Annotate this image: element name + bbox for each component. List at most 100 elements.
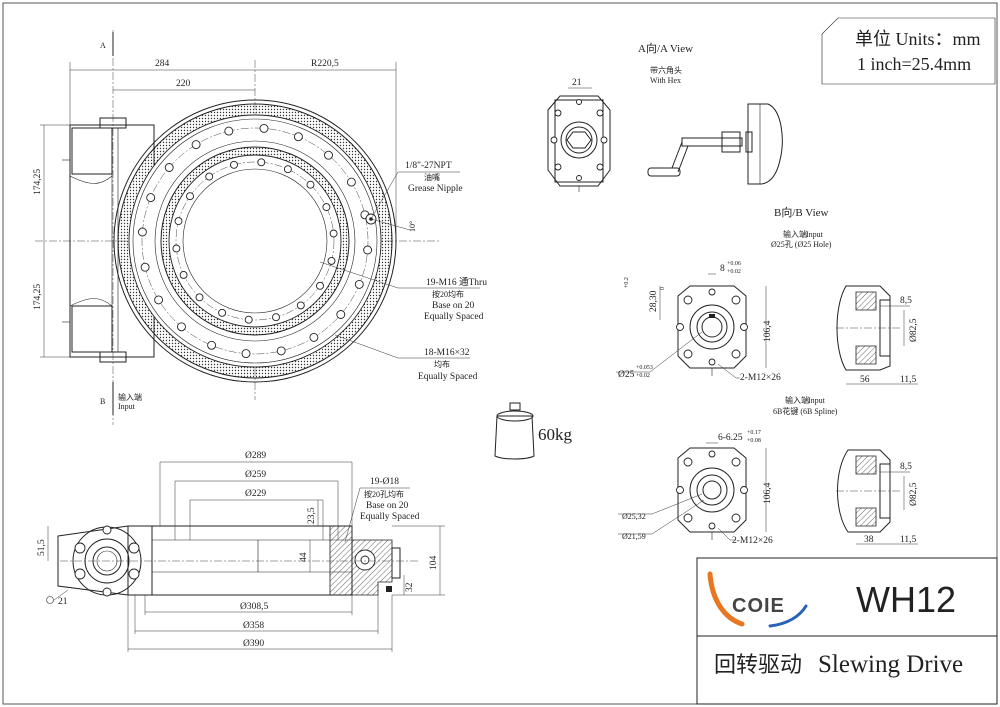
dia-3085: Ø308,5 <box>240 602 268 612</box>
b-dim-25: Ø25 <box>618 370 635 380</box>
outer-bolt-hole <box>191 140 201 150</box>
outer-bolt-hole <box>346 177 356 187</box>
outer-bolt-hole <box>154 295 164 305</box>
thru-en1: Base on 20 <box>432 301 474 311</box>
inner-bolt-hole <box>174 217 183 226</box>
weight-value: 60kg <box>538 425 573 444</box>
outer-bolt-hole <box>177 322 186 332</box>
outer-bolt-hole <box>354 279 364 289</box>
side-view: Ø289 Ø259 Ø229 19-Ø18 按20孔均布 Base on 20 … <box>37 451 445 652</box>
b-dim-m12-b: 2-M12×26 <box>732 536 773 546</box>
inner-bolt-hole <box>306 180 315 189</box>
inner-bolt-hole <box>205 172 214 181</box>
b-dim-825-a: Ø82,5 <box>909 318 919 342</box>
b-dim-25-tol-bottom: +0.02 <box>636 373 650 379</box>
dim-515: 51,5 <box>37 539 47 556</box>
b-dim-2532: Ø25,32 <box>622 512 646 521</box>
coie-logo: COIE <box>707 571 808 628</box>
title-block: COIE WH12 回转驱动 Slewing Drive <box>696 557 998 705</box>
outer-bolt-hole <box>164 163 174 172</box>
b-dim-38: 38 <box>864 535 874 545</box>
npt-en: Grease Nipple <box>408 184 463 194</box>
b-view: B向/B View 输入端 Input Ø25孔 (Ø25 Hole) 8 +0… <box>616 205 919 546</box>
product-name-cn: 回转驱动 <box>714 652 802 677</box>
view-a-marker: A <box>100 41 106 50</box>
model-name: WH12 <box>856 579 956 620</box>
b-dim-56: 56 <box>860 375 870 385</box>
a-view-sub-en: With Hex <box>650 76 681 85</box>
b-view-input-en-2: Input <box>808 396 826 405</box>
inner-bolt-hole <box>230 160 238 169</box>
input-en: Input <box>118 402 136 411</box>
view-b-marker: B <box>100 397 105 406</box>
input-cn: 输入端 <box>118 392 142 402</box>
holes-en2: Equally Spaced <box>360 512 420 522</box>
outer-bolt-hole <box>207 340 217 350</box>
dim-21-side: 21 <box>58 597 68 607</box>
dim-235: 23,5 <box>307 507 317 524</box>
b-dim-2830-tol-top: +0.2 <box>624 277 630 288</box>
m16-en: Equally Spaced <box>418 372 478 382</box>
b-dim-m12-a: 2-M12×26 <box>740 373 781 383</box>
a-view-sub-cn: 带六角头 <box>650 65 682 75</box>
b-dim-85-b: 8,5 <box>900 462 912 472</box>
units-line-2: 1 inch=25.4mm <box>857 54 971 74</box>
dim-284: 284 <box>155 59 170 69</box>
inner-bolt-hole <box>329 229 338 238</box>
product-name-en: Slewing Drive <box>818 651 963 678</box>
b-dim-1064-a: 106,4 <box>763 320 773 342</box>
holes-cn: 按20孔均布 <box>364 489 404 499</box>
b-dim-825-b: Ø82,5 <box>909 482 919 506</box>
a-view: A向/A View 带六角头 With Hex 21 <box>547 41 783 192</box>
dim-r2205: R220,5 <box>311 59 339 69</box>
dim-220: 220 <box>176 79 191 89</box>
dim-32: 32 <box>405 582 415 592</box>
dim-17425-top: 174,25 <box>33 169 43 195</box>
weight-indicator: weight-icon 60kg <box>494 402 573 460</box>
outer-bolt-hole <box>363 245 373 255</box>
dia-390: Ø390 <box>243 639 264 649</box>
b-view-spline-label: 6B花键 (6B Spline) <box>773 406 838 416</box>
outer-bolt-hole <box>241 349 251 359</box>
npt-cn: 油嘴 <box>424 172 440 182</box>
inner-bolt-holes <box>172 158 338 324</box>
inner-bolt-hole <box>244 315 253 324</box>
b-dim-2159: Ø21,59 <box>622 532 646 541</box>
outer-bolt-hole <box>224 126 234 136</box>
b-view-input-en-1: Input <box>806 230 824 239</box>
thru-cn: 按20均布 <box>432 289 464 299</box>
npt-label: 1/8"-27NPT <box>405 161 452 171</box>
b-dim-8-tol-bottom: +0.02 <box>727 269 741 275</box>
holes-en1: Base on 20 <box>366 501 408 511</box>
b-dim-25-tol-top: +0.053 <box>636 365 653 371</box>
outer-bolt-hole <box>293 132 303 142</box>
outer-bolt-hole <box>336 310 346 319</box>
m16-label: 18-M16×32 <box>424 348 470 358</box>
dim-17425-bottom: 174,25 <box>33 284 43 310</box>
inner-bolt-hole <box>257 158 266 167</box>
logo-text: COIE <box>732 595 785 617</box>
outer-bolt-hole <box>309 332 319 342</box>
inner-bolt-hole <box>272 313 280 322</box>
inner-bolt-hole <box>218 308 227 317</box>
b-dim-85-a: 8,5 <box>900 296 912 306</box>
inner-bolt-hole <box>322 203 331 212</box>
inner-bolt-hole <box>195 293 204 302</box>
dim-44: 44 <box>299 552 309 562</box>
m16-cn: 均布 <box>434 359 450 369</box>
outer-bolt-hole <box>137 227 147 237</box>
dia-289: Ø289 <box>245 451 266 461</box>
b-dim-1064-b: 106,4 <box>763 482 773 504</box>
dia-229: Ø229 <box>245 489 266 499</box>
inner-bolt-hole <box>179 270 188 279</box>
outer-bolt-hole <box>259 123 269 133</box>
inner-bolt-hole <box>186 192 194 201</box>
front-view: 284 220 R220,5 A B 输入端 Input 174,25 174,… <box>33 30 487 425</box>
dia-259: Ø259 <box>245 470 266 480</box>
b-dim-8-tol-top: +0.06 <box>727 261 741 267</box>
b-dim-spline: 6-6.25 <box>718 433 743 443</box>
thru-en2: Equally Spaced <box>424 312 484 322</box>
inner-bolt-hole <box>172 244 181 253</box>
